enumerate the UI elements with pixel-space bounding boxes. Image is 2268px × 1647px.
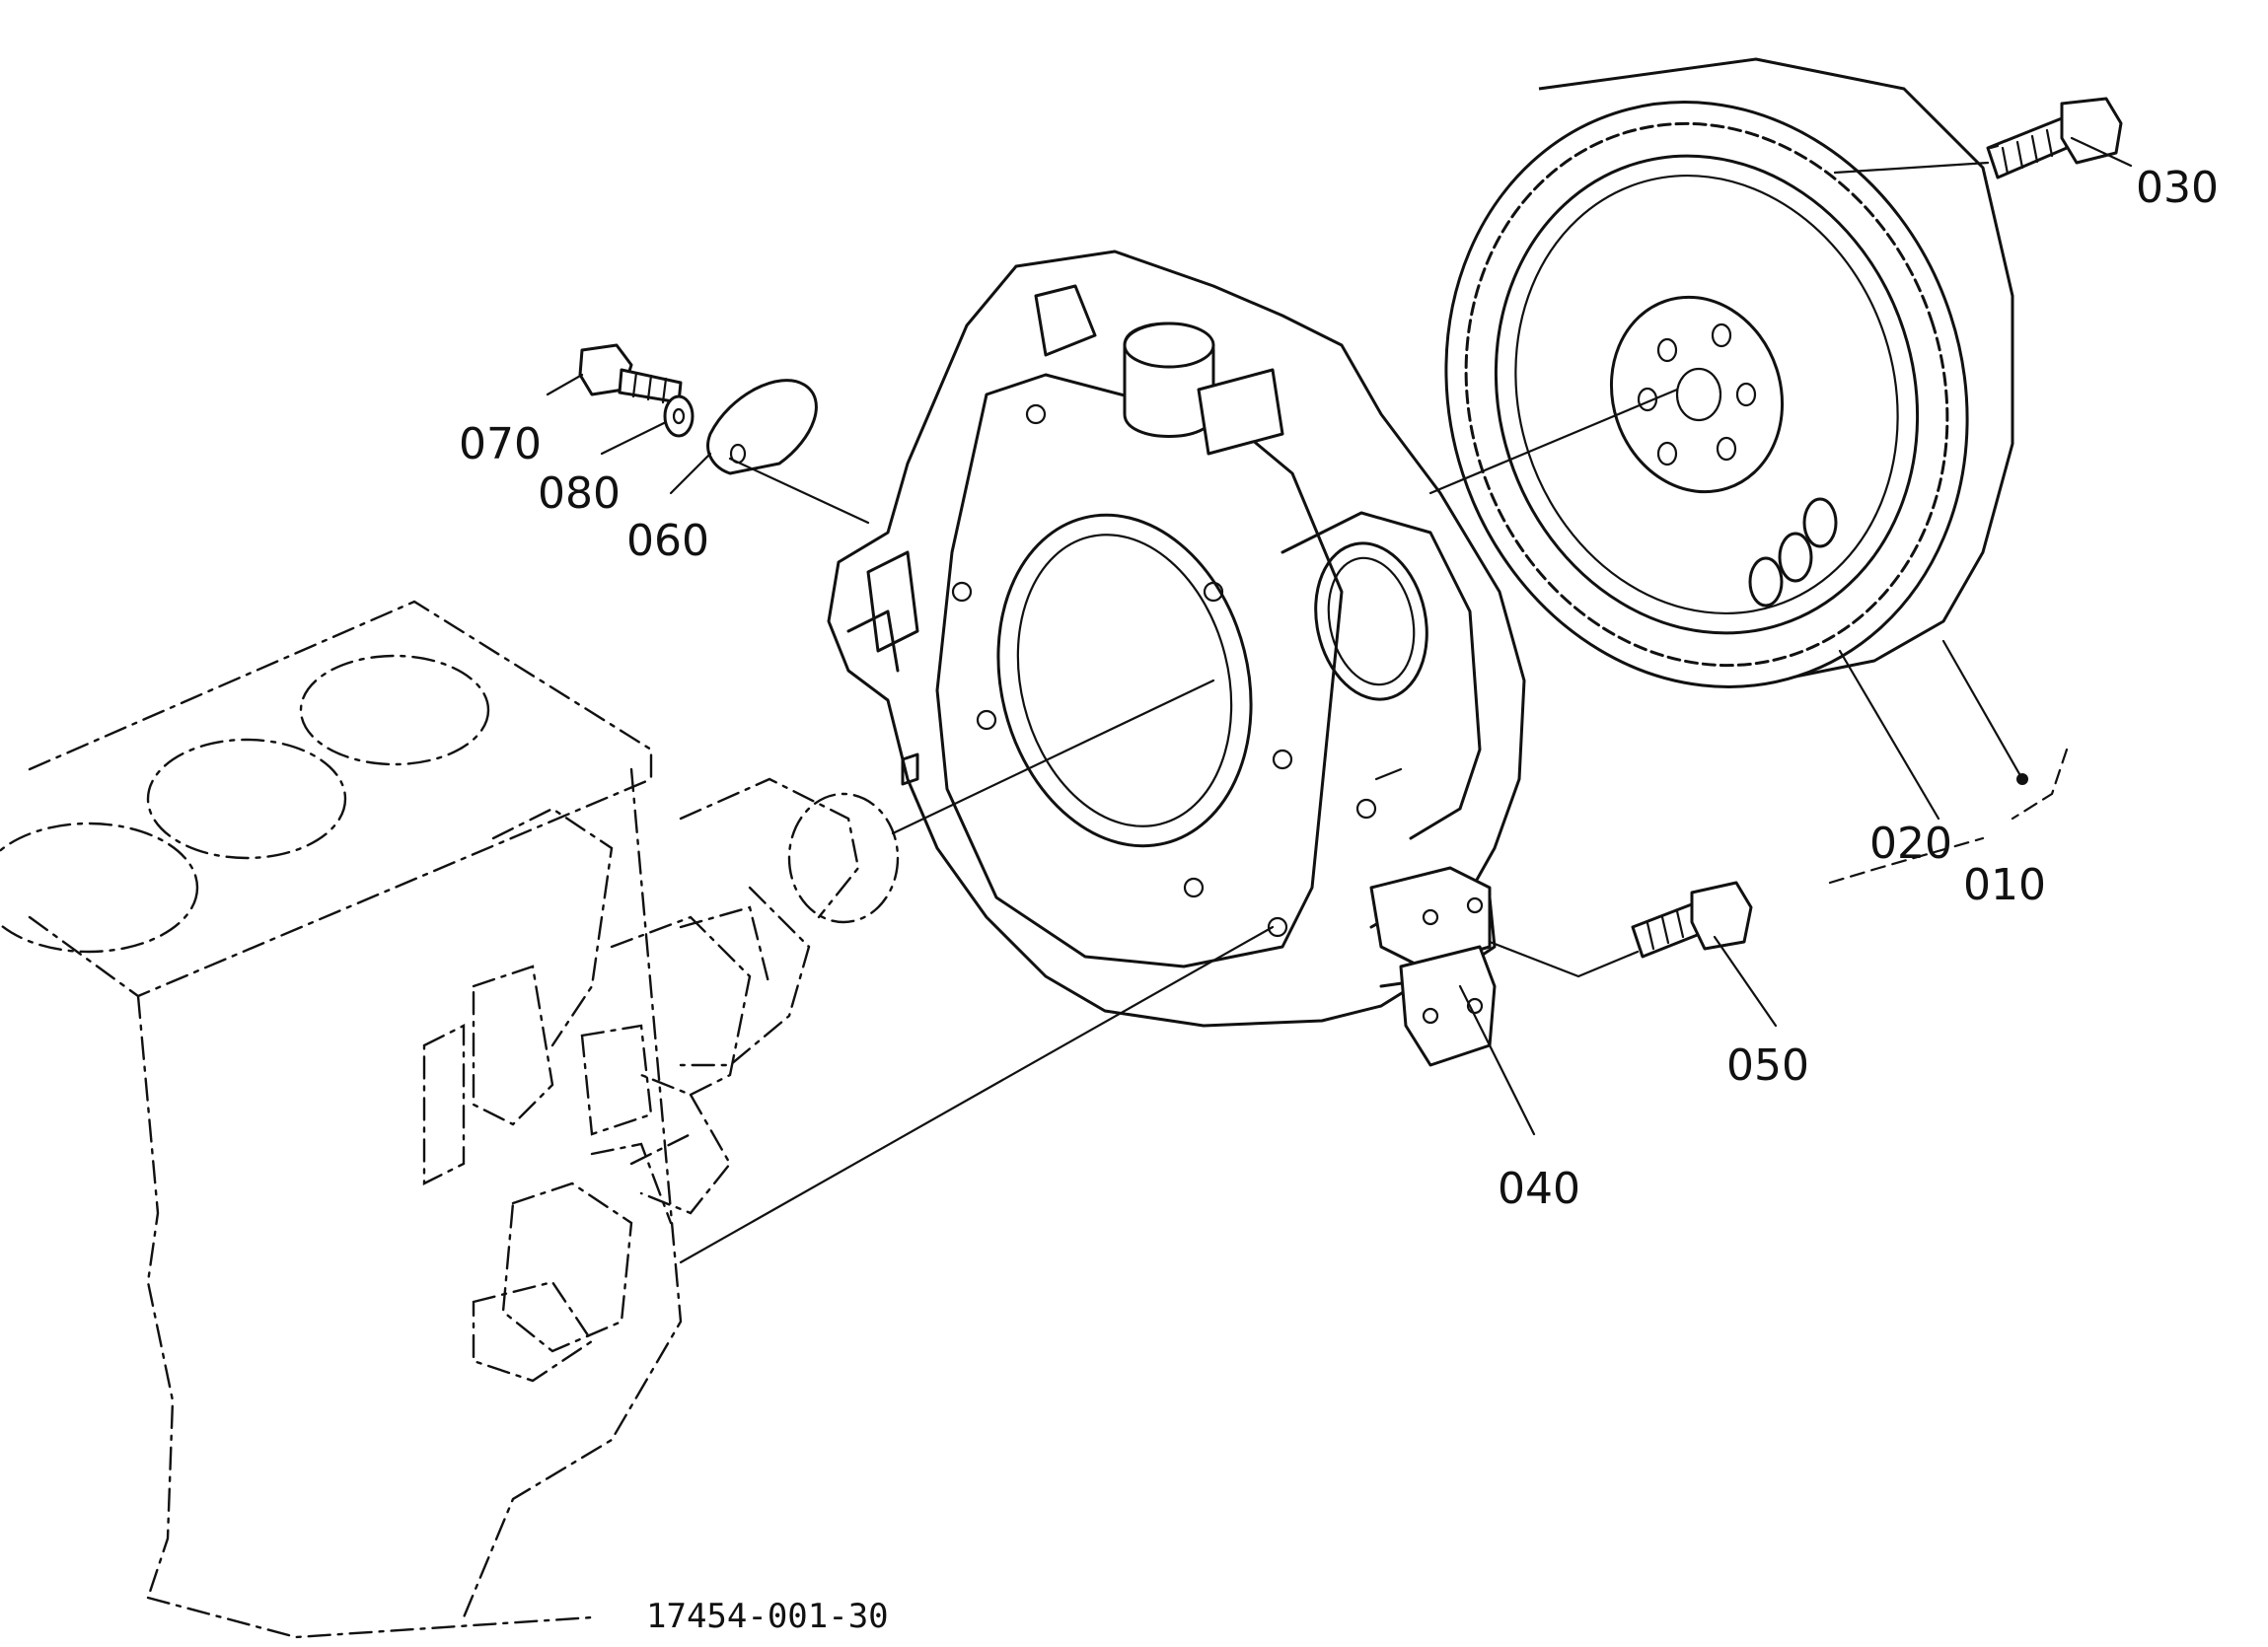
bolt-050	[1631, 881, 1753, 959]
engine-block-phantom	[0, 600, 683, 1639]
flywheel-assembly	[1444, 57, 2014, 688]
label-030: 030	[2136, 163, 2219, 213]
label-040: 040	[1498, 1164, 1580, 1214]
leader-lines	[546, 136, 2133, 1136]
part-labels: 030 020 010 050 040 070 080 060	[459, 163, 2219, 1214]
alignment-lines	[679, 144, 2000, 1264]
label-020: 020	[1869, 819, 1952, 869]
label-080: 080	[538, 468, 621, 519]
label-070: 070	[459, 419, 542, 469]
diagram-id: 17454-001-30	[646, 1597, 889, 1636]
flywheel-housing	[827, 250, 1526, 1067]
bolt-070	[578, 343, 683, 404]
washer-080	[663, 394, 695, 438]
crankshaft-phantom	[610, 777, 900, 1215]
label-050: 050	[1726, 1040, 1809, 1091]
label-010: 010	[1963, 860, 2046, 910]
cover-plate-060	[706, 379, 818, 475]
label-060: 060	[626, 516, 709, 566]
bolt-030	[1986, 97, 2123, 179]
